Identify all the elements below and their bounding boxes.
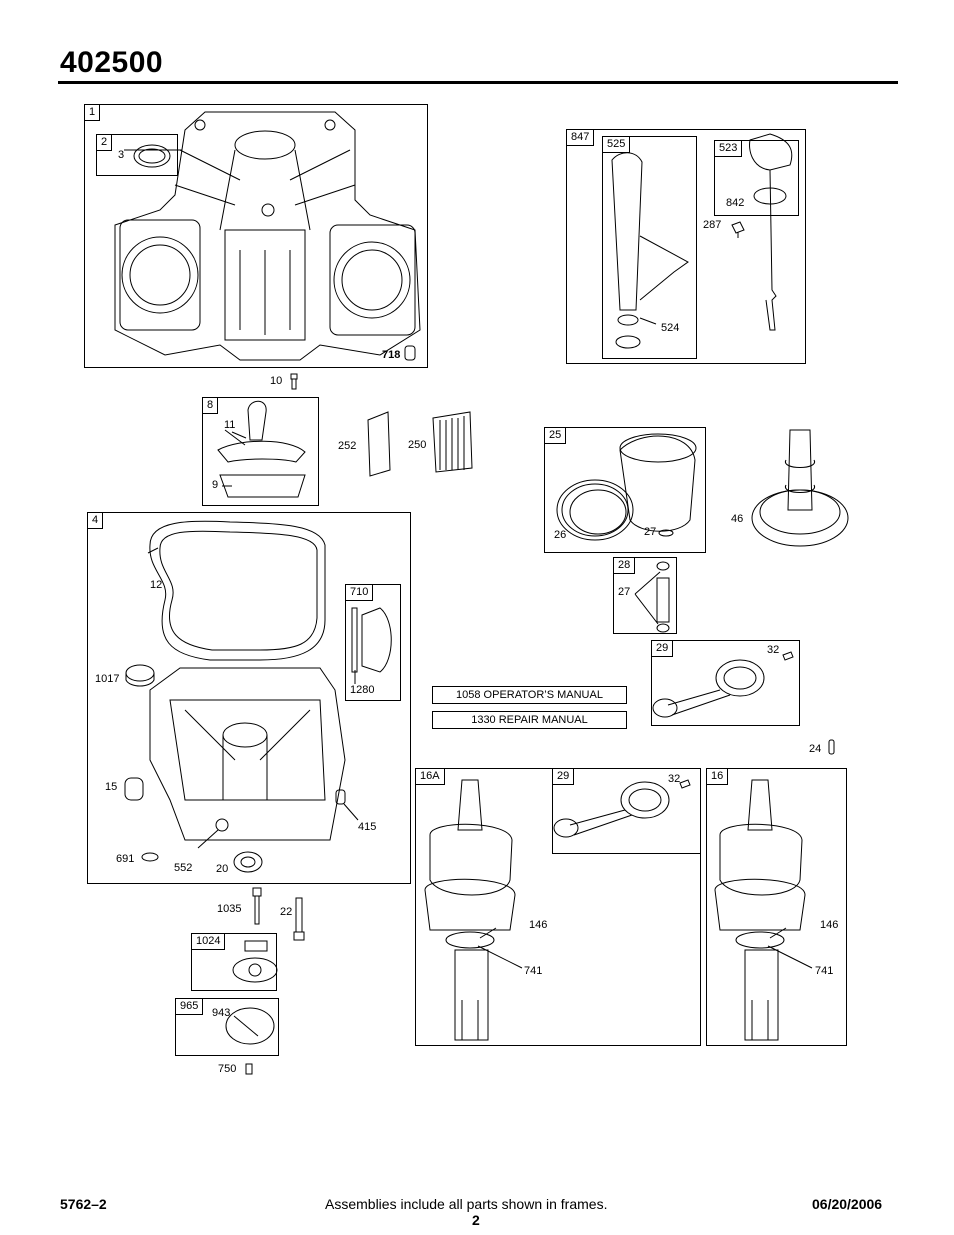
frame-breather-710: 710 [345, 584, 401, 701]
callout-22: 22 [280, 906, 293, 918]
callout-250: 250 [408, 439, 427, 451]
callout-1017: 1017 [95, 673, 120, 685]
frame-tag: 4 [88, 513, 104, 529]
frame-tag: 28 [614, 558, 636, 574]
callout-11: 11 [224, 419, 236, 431]
page-number: 2 [472, 1212, 480, 1228]
callout-9: 9 [212, 479, 219, 491]
frame-tag: 25 [545, 428, 567, 444]
callout-46: 46 [731, 513, 744, 525]
callout-26: 26 [554, 529, 567, 541]
frame-tag: 29 [553, 769, 575, 785]
frame-connecting-rod: 29 [651, 640, 800, 726]
frame-dipstick-tube: 525 [602, 136, 697, 359]
frame-pump-cover: 965 [175, 998, 279, 1056]
callout-24: 24 [809, 743, 822, 755]
callout-20: 20 [216, 863, 229, 875]
footer-doc-number: 5762–2 [60, 1196, 107, 1212]
callout-691: 691 [116, 853, 135, 865]
callout-842: 842 [726, 197, 745, 209]
frame-tag: 29 [652, 641, 674, 657]
frame-tag: 1024 [192, 934, 226, 950]
frame-cylinder-assembly: 1 [84, 104, 428, 368]
callout-287: 287 [703, 219, 722, 231]
frame-tag: 2 [97, 135, 113, 151]
callout-3: 3 [118, 149, 125, 161]
callout-12: 12 [150, 579, 163, 591]
callout-524: 524 [661, 322, 680, 334]
footer-date: 06/20/2006 [812, 1196, 883, 1212]
frame-piston: 25 [544, 427, 706, 553]
frame-tag: 710 [346, 585, 374, 601]
callout-27: 27 [644, 526, 657, 538]
callout-750: 750 [218, 1063, 237, 1075]
callout-10: 10 [270, 375, 283, 387]
frame-wrist-pin: 28 [613, 557, 677, 634]
callout-741: 741 [524, 965, 543, 977]
callout-1035: 1035 [217, 903, 242, 915]
callout-552: 552 [174, 862, 193, 874]
callout-1280: 1280 [350, 684, 375, 696]
frame-tag: 847 [567, 130, 595, 146]
callout-146: 146 [820, 919, 839, 931]
frame-tag: 16 [707, 769, 729, 785]
cylinder-block-drawing [114, 111, 421, 361]
frame-oil-pump: 1024 [191, 933, 277, 991]
callout-718: 718 [382, 349, 401, 361]
callout-415: 415 [358, 821, 377, 833]
frame-breather: 8 [202, 397, 319, 506]
frame-seal: 2 [96, 134, 178, 176]
callout-252: 252 [338, 440, 357, 452]
callout-15: 15 [105, 781, 118, 793]
frame-connecting-rod-lower: 29 [552, 768, 701, 854]
title-rule [58, 81, 898, 84]
footer-note: Assemblies include all parts shown in fr… [325, 1196, 608, 1212]
frame-tag: 16A [416, 769, 445, 785]
frame-crankshaft-16: 16 [706, 768, 847, 1046]
frame-tag: 525 [603, 137, 631, 153]
frame-tag: 8 [203, 398, 219, 414]
callout-146: 146 [529, 919, 548, 931]
callout-741: 741 [815, 965, 834, 977]
callout-32: 32 [668, 773, 681, 785]
frame-sump: 4 [87, 512, 411, 884]
frame-tag: 1 [85, 105, 101, 121]
callout-943: 943 [212, 1007, 231, 1019]
frame-dipstick: 523 [714, 140, 799, 216]
callout-27: 27 [618, 586, 631, 598]
frame-tag: 965 [176, 999, 204, 1015]
operators-manual-label: 1058 OPERATOR’S MANUAL [432, 686, 627, 704]
frame-dipstick-assembly: 847 [566, 129, 806, 364]
frame-tag: 523 [715, 141, 743, 157]
repair-manual-label: 1330 REPAIR MANUAL [432, 711, 627, 729]
page-title: 402500 [60, 46, 164, 79]
callout-32: 32 [767, 644, 780, 656]
